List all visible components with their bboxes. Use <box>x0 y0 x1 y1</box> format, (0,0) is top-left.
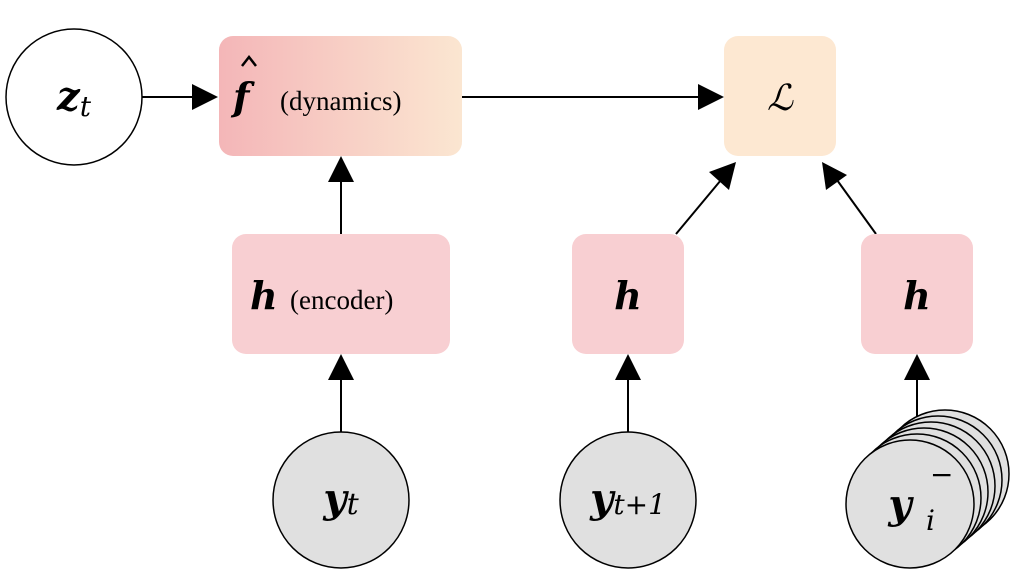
svg-text:(dynamics): (dynamics) <box>280 86 401 116</box>
zt-symbol: z <box>56 73 81 120</box>
svg-text:yt+1: yt+1 <box>589 475 666 522</box>
yneg-superscript: − <box>930 458 953 491</box>
zt-subscript: t <box>80 90 92 123</box>
edge-hneg-to-loss <box>836 179 877 235</box>
svg-text:yt: yt <box>322 475 359 522</box>
arrowhead-hneg-to-loss <box>822 162 847 190</box>
svg-text:i: i <box>926 504 935 537</box>
yt1-subscript: t+1 <box>613 488 666 521</box>
arrowhead-yt-to-encoder <box>328 354 354 380</box>
node-yt1: yt+1 <box>559 431 697 569</box>
svg-text:(encoder): (encoder) <box>290 285 393 315</box>
edge-hpos-to-loss <box>675 179 722 235</box>
yt1-symbol: y <box>589 475 616 522</box>
encoder-symbol: h <box>250 273 278 318</box>
arrowhead-hpos-to-loss <box>709 162 736 190</box>
node-yt: yt <box>272 431 410 569</box>
arrowhead-dynamics-to-loss <box>698 84 724 110</box>
svg-text:−: − <box>930 458 953 491</box>
node-dynamics: f (dynamics) <box>219 36 462 156</box>
svg-text:y: y <box>887 481 914 528</box>
yneg-subscript: i <box>926 504 935 537</box>
svg-text:h: h <box>250 273 278 318</box>
dynamics-hat <box>241 54 257 67</box>
node-loss: ℒ <box>724 36 836 156</box>
arrowhead-zt-to-dynamics <box>192 84 218 110</box>
arrowhead-encoder-to-dynamics <box>328 156 354 182</box>
arrowhead-yneg-to-h <box>904 354 930 380</box>
node-zt: zt <box>5 28 143 166</box>
encoder-label: (encoder) <box>290 285 393 315</box>
dynamics-label: (dynamics) <box>280 86 401 116</box>
node-yneg-stack: y − i <box>845 409 1010 569</box>
node-encoder: h (encoder) <box>232 234 450 354</box>
node-h-positive: h <box>572 234 684 354</box>
arrowhead-yt1-to-h <box>615 354 641 380</box>
h-positive-symbol: h <box>614 273 642 318</box>
svg-text:ℒ: ℒ <box>767 78 794 119</box>
svg-text:h: h <box>903 273 931 318</box>
yt-subscript: t <box>347 487 360 522</box>
node-h-negative: h <box>861 234 973 354</box>
svg-text:h: h <box>614 273 642 318</box>
yt-symbol: y <box>322 475 349 522</box>
yneg-symbol: y <box>887 481 914 528</box>
svg-text:zt: zt <box>56 73 92 123</box>
loss-symbol: ℒ <box>767 78 794 119</box>
h-negative-symbol: h <box>903 273 931 318</box>
